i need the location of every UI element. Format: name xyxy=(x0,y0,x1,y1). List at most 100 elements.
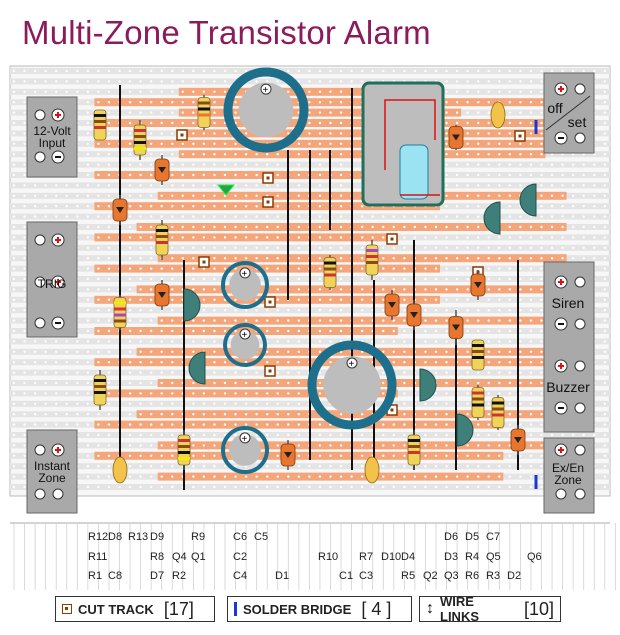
screw-terminal xyxy=(34,234,46,246)
part-label: C2 xyxy=(233,551,248,563)
legend-wire-links: ↕ WIRE LINKS [10] xyxy=(419,594,561,624)
transistor xyxy=(456,413,474,447)
part-label: D1 xyxy=(275,570,290,582)
resistor xyxy=(155,224,169,256)
screw-terminal xyxy=(574,444,586,456)
part-label: D5 xyxy=(465,531,480,543)
legend-cut-track: CUT TRACK [17] xyxy=(55,596,215,622)
instant-zone-label-2: Zone xyxy=(38,471,66,485)
power-terminal-label-2: Input xyxy=(38,136,66,150)
electrolytic-capacitor xyxy=(307,340,397,430)
svg-text:+: + xyxy=(242,434,248,445)
part-label: D8 xyxy=(108,531,123,543)
solder-bridge-label: SOLDER BRIDGE xyxy=(243,601,352,617)
siren-buzzer-terminal-block xyxy=(543,261,595,433)
page-title: Multi-Zone Transistor Alarm xyxy=(22,14,431,51)
part-label: Q6 xyxy=(527,551,542,563)
offset-terminal-block xyxy=(543,72,595,154)
part-label: C7 xyxy=(486,531,501,543)
screw-terminal xyxy=(574,360,586,372)
part-label: D7 xyxy=(150,570,165,582)
electrolytic-capacitor xyxy=(221,426,269,474)
ceramic-capacitor xyxy=(490,101,506,129)
screw-terminal xyxy=(574,402,586,414)
part-label: C5 xyxy=(254,531,269,543)
resistor xyxy=(93,374,107,406)
legend-solder-bridge: SOLDER BRIDGE [ 4 ] xyxy=(227,596,412,622)
part-label: R11 xyxy=(88,551,108,563)
part-label: D10 xyxy=(381,551,402,563)
part-label: C3 xyxy=(359,570,374,582)
screw-terminal xyxy=(574,318,586,330)
resistor xyxy=(491,397,505,428)
part-label: D4 xyxy=(401,551,416,563)
part-label: R5 xyxy=(401,570,416,582)
screw-terminal xyxy=(34,317,46,329)
part-label: D6 xyxy=(444,531,459,543)
ceramic-capacitor xyxy=(112,456,128,484)
power-terminal-block xyxy=(26,96,78,178)
part-label: R7 xyxy=(359,551,374,563)
part-label: R1 xyxy=(88,570,103,582)
solder-bridge-icon xyxy=(234,602,237,616)
svg-text:+: + xyxy=(242,269,248,280)
part-label: R9 xyxy=(191,531,206,543)
solder-bridge xyxy=(534,475,538,489)
screw-terminal xyxy=(574,488,586,500)
screw-terminal xyxy=(34,276,46,288)
screw-terminal xyxy=(574,276,586,288)
part-label: R13 xyxy=(128,531,149,543)
part-label: C6 xyxy=(233,531,248,543)
part-label: R6 xyxy=(465,570,480,582)
screw-terminal xyxy=(52,488,64,500)
part-label: D9 xyxy=(150,531,165,543)
solder-bridge xyxy=(534,120,538,134)
screw-terminal xyxy=(555,488,567,500)
part-label: R4 xyxy=(465,551,480,563)
exen-zone-label-1: Ex/En xyxy=(551,461,584,475)
screw-terminal xyxy=(34,488,46,500)
part-label: D3 xyxy=(444,551,459,563)
part-label: R12 xyxy=(88,531,109,543)
power-terminal-label-1: 12-Volt xyxy=(33,124,71,138)
wire-links-label: WIRE LINKS xyxy=(440,594,479,624)
wire-links-count: [10] xyxy=(523,598,554,619)
ceramic-capacitor xyxy=(364,456,380,484)
svg-text:+: + xyxy=(263,85,269,96)
cut-track-label: CUT TRACK xyxy=(78,601,154,617)
wire-link-icon: ↕ xyxy=(426,600,434,617)
part-label: Q1 xyxy=(191,551,206,563)
part-label: C8 xyxy=(108,570,123,582)
exen-zone-label-2: Zone xyxy=(554,473,582,487)
buzzer-label: Buzzer xyxy=(546,379,590,395)
offset-label-2: set xyxy=(567,114,587,130)
solder-bridge-count: [ 4 ] xyxy=(361,598,392,619)
siren-label: Siren xyxy=(551,295,585,311)
transistor xyxy=(183,288,201,322)
cut-track-count: [17] xyxy=(163,598,194,619)
part-label: Q2 xyxy=(423,570,438,582)
transistor xyxy=(188,351,206,385)
components: +++++ xyxy=(93,67,537,484)
part-label: C1 xyxy=(339,570,354,582)
part-label: D2 xyxy=(507,570,522,582)
exen-zone-terminal-block xyxy=(543,437,595,514)
resistor xyxy=(407,434,421,466)
part-label: Q5 xyxy=(486,551,501,563)
cut-track-icon xyxy=(62,604,72,614)
resistor xyxy=(197,97,211,128)
electrolytic-capacitor xyxy=(223,323,267,367)
resistor xyxy=(365,244,379,276)
part-label: R8 xyxy=(150,551,165,563)
screw-terminal xyxy=(574,83,586,95)
trig-terminal-label: TRIG xyxy=(37,277,67,291)
resistor xyxy=(471,387,485,418)
terminal-blocks xyxy=(26,72,595,514)
relay-coil xyxy=(399,144,429,200)
screw-terminal xyxy=(34,109,46,121)
part-label: R2 xyxy=(172,570,187,582)
part-label: R3 xyxy=(486,570,501,582)
resistor xyxy=(323,257,337,288)
transistor xyxy=(519,183,537,217)
